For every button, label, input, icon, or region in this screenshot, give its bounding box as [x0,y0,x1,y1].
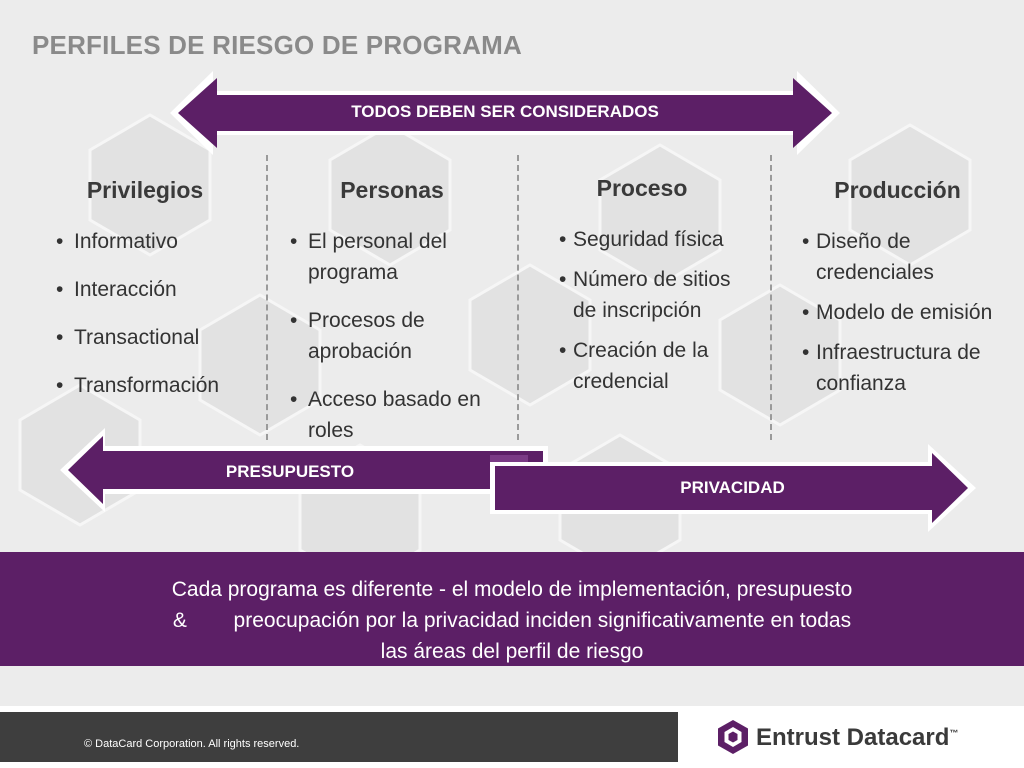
list-item: Número de sitios de inscripción [559,264,759,326]
summary-line-3: las áreas del perfil de riesgo [380,640,644,663]
list-item: Acceso basado en roles [290,384,505,446]
footer-dark-bar [0,712,678,762]
heading-personas: Personas [340,177,444,203]
column-divider-2 [517,155,519,440]
list-item: Modelo de emisión [802,297,1002,328]
list-item: Transformación [56,370,261,401]
column-divider-3 [770,155,772,440]
budget-label: PRESUPUESTO [225,462,355,481]
list-item: Transactional [56,322,261,353]
brand-name: Entrust Datacard [756,724,950,751]
summary-line-1: Cada programa es diferente - el modelo d… [171,578,853,601]
list-item: Diseño de credenciales [802,226,1002,288]
list-item: Creación de la credencial [559,335,759,397]
list-produccion: Diseño de credenciales Modelo de emisión… [802,226,1002,408]
list-item: Procesos de aprobación [290,305,505,367]
heading-privilegios: Privilegios [86,177,204,203]
privacy-label: PRIVACIDAD [680,478,785,497]
list-item: Interacción [56,274,261,305]
all-considered-label: TODOS DEBEN SER CONSIDERADOS [351,102,659,121]
list-proceso: Seguridad física Número de sitios de ins… [559,224,759,406]
summary-line-2: & preocupación por la privacidad inciden… [172,609,852,632]
list-personas: El personal del programa Procesos de apr… [290,226,505,463]
heading-produccion: Producción [834,177,961,203]
column-divider-1 [266,155,268,440]
summary-text: Cada programa es diferente - el modelo d… [100,574,924,667]
trademark-mark: ™ [949,728,959,738]
heading-proceso: Proceso [596,175,688,201]
copyright-text: © DataCard Corporation. All rights reser… [84,738,300,750]
brand-logo-text: Entrust Datacard™ [756,724,958,752]
list-item: El personal del programa [290,226,505,288]
summary-banner [0,552,1024,666]
list-item: Infraestructura de confianza [802,337,1002,399]
hexagon-logo-icon [718,720,748,754]
list-item: Seguridad física [559,224,759,255]
list-item: Informativo [56,226,261,257]
list-privilegios: Informativo Interacción Transactional Tr… [56,226,261,418]
slide-title: PERFILES DE RIESGO DE PROGRAMA [32,30,522,60]
